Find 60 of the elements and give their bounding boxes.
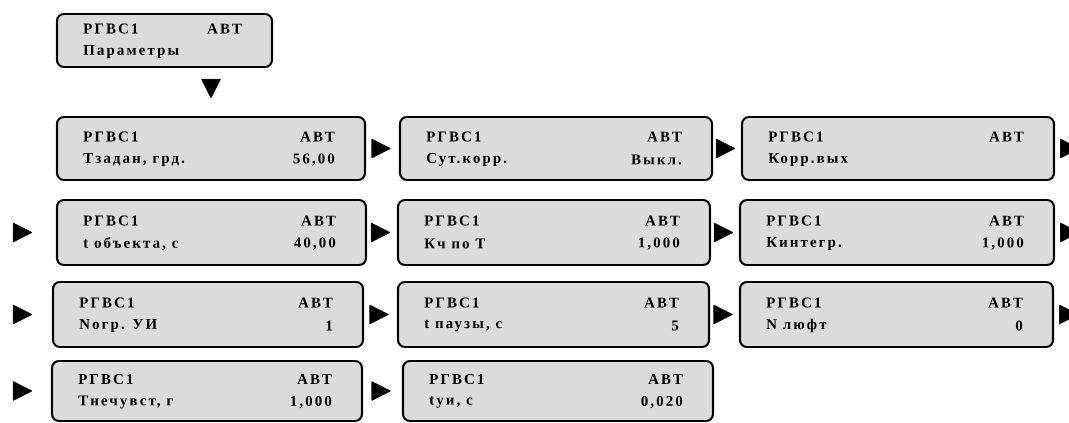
- arrow: [713, 222, 734, 243]
- display-text: АВТ: [644, 297, 679, 308]
- display-text: Тзадан, грд.: [83, 153, 185, 166]
- display-text: АВТ: [301, 215, 336, 226]
- display-text: Тнечувст, г: [78, 395, 173, 409]
- display-text: 0: [1015, 320, 1023, 331]
- display-text: РГВС1: [424, 215, 479, 226]
- display-text: АВТ: [989, 215, 1024, 226]
- arrow: [12, 222, 33, 243]
- display-text: РГВС1: [83, 23, 138, 34]
- display-text: Кч по Т: [424, 238, 486, 249]
- display-text: АВТ: [647, 131, 682, 142]
- display-text: РГВС1: [768, 131, 823, 142]
- arrow: [371, 381, 391, 401]
- display-text: АВТ: [645, 215, 680, 226]
- display-text: РГВС1: [79, 297, 134, 308]
- arrow: [371, 138, 391, 159]
- arrow: [1059, 138, 1069, 159]
- display-text: Сут.корр.: [426, 152, 507, 167]
- display-text: РГВС1: [83, 215, 138, 226]
- display-text: АВТ: [298, 297, 333, 308]
- arrow: [370, 222, 391, 243]
- display-text: 1,000: [983, 237, 1024, 250]
- display-text: 56,00: [293, 153, 335, 166]
- arrow: [12, 381, 33, 401]
- display-text: Параметры: [83, 45, 179, 58]
- display-text: РГВС1: [426, 131, 481, 142]
- display-text: АВТ: [207, 23, 242, 34]
- display-text: АВТ: [989, 131, 1024, 142]
- display-text: АВТ: [988, 297, 1023, 308]
- display-text: Кинтегр.: [766, 237, 842, 250]
- display-text: РГВС1: [424, 297, 479, 308]
- display-text: t паузы, с: [424, 319, 502, 332]
- arrow: [12, 304, 33, 325]
- display-text: АВТ: [297, 374, 332, 384]
- arrow: [201, 78, 221, 99]
- display-text: 1,000: [639, 237, 680, 250]
- arrow: [713, 304, 733, 325]
- display-text: Nогр. УИ: [79, 319, 157, 332]
- display-text: 0,020: [641, 395, 683, 409]
- display-text: РГВС1: [78, 374, 133, 384]
- display-text: АВТ: [648, 374, 683, 384]
- display-text: РГВС1: [83, 131, 138, 142]
- display-text: t объекта, с: [83, 237, 178, 250]
- display-text: РГВС1: [766, 215, 821, 226]
- display-text: 5: [671, 320, 679, 331]
- display-text: РГВС1: [429, 374, 484, 384]
- arrow: [1058, 304, 1069, 325]
- arrow: [715, 138, 736, 159]
- display-text: АВТ: [300, 131, 335, 142]
- display-text: Корр.вых: [768, 153, 848, 166]
- display-text: N люфт: [766, 318, 827, 333]
- display-text: 1: [326, 320, 333, 331]
- display-text: 1,000: [291, 395, 332, 409]
- display-text: 40,00: [294, 237, 336, 250]
- arrow: [369, 304, 389, 325]
- display-text: РГВС1: [766, 297, 821, 308]
- arrow: [1059, 222, 1069, 243]
- display-text: tуи, с: [429, 396, 473, 408]
- display-text: Выкл.: [631, 154, 682, 165]
